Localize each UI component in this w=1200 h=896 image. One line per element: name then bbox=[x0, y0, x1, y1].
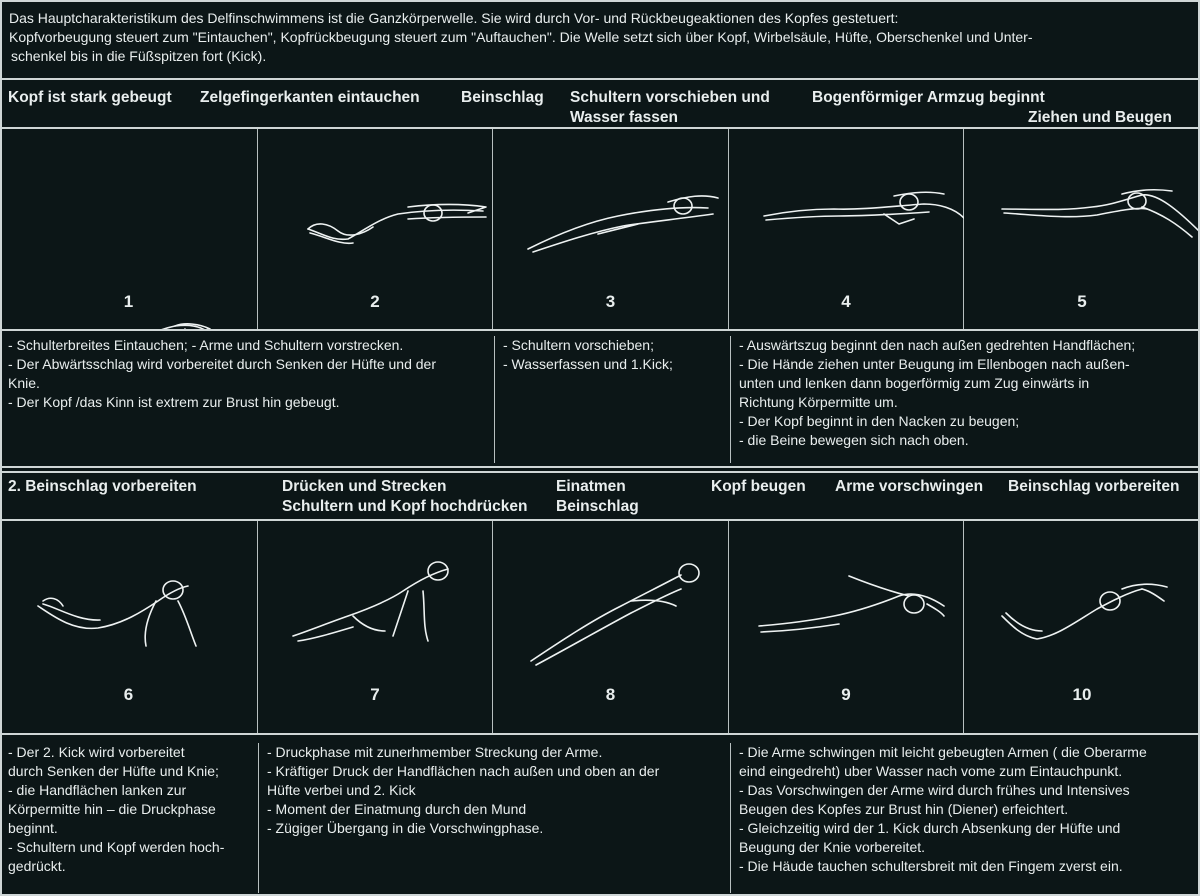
note-line: - Die Häude tauchen schultersbreit mit d… bbox=[739, 858, 1123, 874]
note-line: Körpermitte hin – die Druckphase bbox=[8, 801, 216, 817]
notes-col-1: - Der 2. Kick wird vorbereitet durch Sen… bbox=[0, 743, 258, 893]
figure-cell-8: 8 bbox=[493, 521, 729, 733]
note-line: - Moment der Einatmung durch den Mund bbox=[267, 801, 527, 817]
note-line: Knie. bbox=[8, 375, 40, 391]
swimmer-figure-4 bbox=[763, 191, 964, 225]
notes-col-3: - Die Arme schwingen mit leicht gebeugte… bbox=[730, 743, 1200, 893]
figure-cell-2: 2 bbox=[258, 129, 493, 329]
swimmer-figure-7 bbox=[292, 561, 449, 642]
figure-cell-3: 3 bbox=[493, 129, 729, 329]
heading: Beinschlag vorbereiten bbox=[1008, 478, 1180, 495]
note-line: - Gleichzeitig wird der 1. Kick durch Ab… bbox=[739, 820, 1121, 836]
note-line: unten und lenken dann bogerförmig zum Zu… bbox=[739, 375, 1090, 391]
note-line: Beugung der Knie vorbereitet. bbox=[739, 839, 926, 855]
note-line: - Schultern vorschieben; bbox=[503, 337, 654, 353]
heading: Kopf ist stark gebeugt bbox=[8, 89, 172, 106]
note-line: - Die Hände ziehen unter Beugung im Elle… bbox=[739, 356, 1130, 372]
swimmer-figure-3 bbox=[527, 195, 719, 253]
swimmer-figure-1 bbox=[161, 323, 211, 329]
notes-col-2: - Druckphase mit zunerhmember Streckung … bbox=[258, 743, 730, 893]
note-line: - Kräftiger Druck der Handflächen nach a… bbox=[267, 763, 660, 779]
heading: Arme vorschwingen bbox=[835, 478, 984, 495]
note-line: - Schultern und Kopf werden hoch- bbox=[8, 839, 225, 855]
note-line: Richtung Körpermitte um. bbox=[739, 394, 898, 410]
note-line: beginnt. bbox=[8, 820, 58, 836]
swimmer-figure-9 bbox=[758, 575, 945, 633]
heading: Schultern vorschieben und bbox=[570, 89, 770, 106]
swimmer-figure-10 bbox=[1001, 583, 1168, 640]
note-line: - die Beine bewegen sich nach oben. bbox=[739, 432, 969, 448]
figure-row-2: 6 7 bbox=[0, 519, 1200, 735]
heading: Kopf beugen bbox=[711, 478, 806, 495]
note-line: - Schulterbreites Eintauchen; - Arme und… bbox=[8, 337, 404, 353]
figure-cell-10: 10 bbox=[964, 521, 1200, 733]
figure-number: 1 bbox=[123, 292, 134, 311]
section1-headings: Kopf ist stark gebeugt Zelgefingerkanten… bbox=[0, 82, 1200, 127]
figure-number: 4 bbox=[841, 292, 851, 311]
note-line: - Wasserfassen und 1.Kick; bbox=[503, 356, 673, 372]
intro-text: Das Hauptcharakteristikum des Delfinschw… bbox=[0, 0, 1200, 80]
heading: Wasser fassen bbox=[570, 109, 678, 126]
figure-cell-1: 1 bbox=[0, 129, 258, 329]
heading: Beinschlag bbox=[461, 89, 544, 106]
notes-row-2: - Der 2. Kick wird vorbereitet durch Sen… bbox=[0, 743, 1200, 893]
notes-col-1: - Schulterbreites Eintauchen; - Arme und… bbox=[0, 336, 494, 463]
figure-cell-9: 9 bbox=[729, 521, 964, 733]
figure-number: 5 bbox=[1077, 292, 1087, 311]
note-line: - Zügiger Übergang in die Vorschwingphas… bbox=[267, 820, 544, 836]
note-line: Beugen des Kopfes zur Brust hin (Diener)… bbox=[739, 801, 1069, 817]
note-line: Hüfte verbei und 2. Kick bbox=[267, 782, 416, 798]
intro-line: Das Hauptcharakteristikum des Delfinschw… bbox=[9, 10, 899, 26]
section-divider bbox=[0, 466, 1200, 468]
figure-cell-6: 6 bbox=[0, 521, 258, 733]
figure-number: 3 bbox=[605, 292, 616, 311]
heading: 2. Beinschlag vorbereiten bbox=[8, 478, 197, 495]
notes-col-2: - Schultern vorschieben; - Wasserfassen … bbox=[494, 336, 730, 463]
figure-number: 7 bbox=[370, 685, 380, 704]
heading: Drücken und Strecken bbox=[282, 478, 447, 495]
swimmer-figure-5 bbox=[1001, 188, 1200, 238]
note-line: - Der 2. Kick wird vorbereitet bbox=[8, 744, 185, 760]
note-line: - Der Kopf /das Kinn ist extrem zur Brus… bbox=[8, 394, 340, 410]
figure-cell-4: 4 bbox=[729, 129, 964, 329]
swimmer-figure-6 bbox=[37, 580, 197, 647]
note-line: - Der Abwärtsschlag wird vorbereitet dur… bbox=[8, 356, 436, 372]
intro-line: Kopfvorbeugung steuert zum "Eintauchen",… bbox=[9, 29, 1033, 45]
heading: Ziehen und Beugen bbox=[1028, 109, 1172, 126]
heading: Beinschlag bbox=[556, 498, 639, 515]
swimmer-figure-2 bbox=[307, 203, 487, 245]
note-line: - Der Kopf beginnt in den Nacken zu beug… bbox=[739, 413, 1020, 429]
swimmer-figure-8 bbox=[530, 563, 700, 666]
figure-number: 8 bbox=[605, 685, 616, 704]
section2-headings: 2. Beinschlag vorbereiten Drücken und St… bbox=[0, 473, 1200, 519]
note-line: - Die Arme schwingen mit leicht gebeugte… bbox=[739, 744, 1147, 760]
figure-row-1: 1 2 bbox=[0, 127, 1200, 331]
notes-row-1: - Schulterbreites Eintauchen; - Arme und… bbox=[0, 336, 1200, 463]
note-line: - Auswärtszug beginnt den nach außen ged… bbox=[739, 337, 1136, 353]
figure-number: 9 bbox=[841, 685, 851, 704]
figure-cell-5: 5 bbox=[964, 129, 1200, 329]
heading: Zelgefingerkanten eintauchen bbox=[200, 89, 420, 106]
figure-number: 2 bbox=[370, 292, 380, 311]
figure-number: 10 bbox=[1072, 685, 1092, 704]
note-line: - die Handflächen lanken zur bbox=[8, 782, 187, 798]
intro-line: schenkel bis in die Füßspitzen fort (Kic… bbox=[11, 48, 267, 64]
note-line: - Das Vorschwingen der Arme wird durch f… bbox=[739, 782, 1130, 798]
note-line: durch Senken der Hüfte und Knie; bbox=[8, 763, 219, 779]
figure-number: 6 bbox=[123, 685, 134, 704]
note-line: - Druckphase mit zunerhmember Streckung … bbox=[267, 744, 603, 760]
note-line: eind eingedreht) uber Wasser nach vome z… bbox=[739, 763, 1123, 779]
heading: Bogenförmiger Armzug beginnt bbox=[812, 89, 1045, 106]
notes-col-3: - Auswärtszug beginnt den nach außen ged… bbox=[730, 336, 1200, 463]
heading: Schultern und Kopf hochdrücken bbox=[282, 498, 528, 515]
note-line: gedrückt. bbox=[8, 858, 66, 874]
section-divider bbox=[0, 471, 1200, 473]
figure-cell-7: 7 bbox=[258, 521, 493, 733]
heading: Einatmen bbox=[556, 478, 626, 495]
